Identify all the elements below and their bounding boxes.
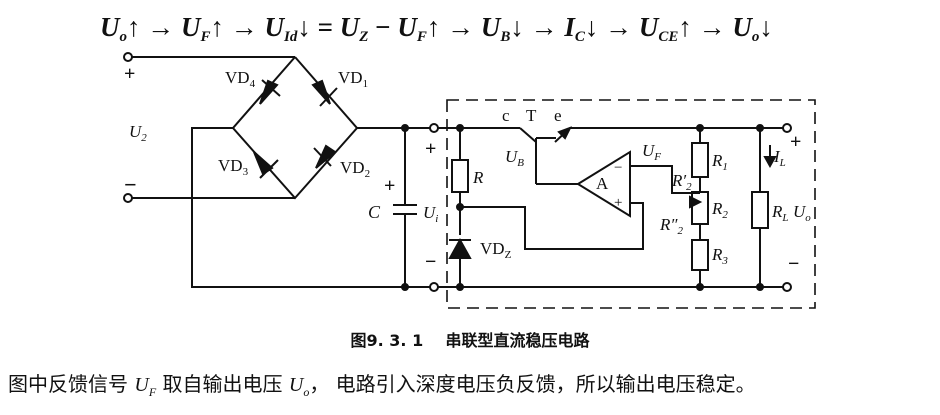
label-ui-minus: −: [425, 251, 436, 273]
circuit-diagram: + − U2 VD4 VD1 VD3 VD2 + C Ui + − R VDZ …: [123, 52, 816, 309]
bridge-rectifier-outline: [231, 56, 359, 200]
label-ui-plus: +: [425, 138, 436, 160]
wire-bridge-ground: [191, 127, 430, 288]
label-r3: R3: [711, 245, 728, 267]
diode-vd1: [311, 79, 338, 107]
node-rl-bottom: [756, 283, 764, 291]
note-uf: UF: [134, 374, 157, 399]
opamp-triangle: [576, 150, 631, 218]
label-r1: R1: [711, 151, 728, 173]
label-r2-prime: R′2: [671, 171, 692, 193]
label-vd3: VD3: [218, 156, 249, 178]
resistor-r1: [691, 142, 709, 178]
ui-terminal-bottom: [429, 282, 439, 292]
input-terminal-top: [123, 52, 133, 62]
figure-title: 串联型直流稳压电路: [445, 331, 590, 350]
label-uf: UF: [642, 141, 661, 163]
label-cap-plus: +: [384, 175, 395, 197]
feedback-equation: Uo↑ → UF↑ → UId↓ = UZ − UF↑ → UB↓ → IC↓ …: [96, 6, 856, 46]
label-transistor-t: T: [526, 106, 537, 125]
figure-number: 图9. 3. 1: [350, 331, 424, 350]
resistor-r3: [691, 239, 709, 271]
regulator-dashed-box: [446, 99, 816, 309]
resistor-rl: [751, 191, 769, 229]
label-uo: Uo: [793, 202, 811, 224]
node-rl-top: [756, 124, 764, 132]
resistor-r2: [691, 191, 709, 225]
zener-triangle: [448, 237, 472, 259]
label-out-minus: −: [788, 253, 799, 275]
label-zener: VDZ: [480, 239, 512, 261]
explanation-text: 图中反馈信号 UF 取自输出电压 Uo， 电路引入深度电压负反馈，所以输出电压稳…: [8, 372, 756, 399]
label-vd1: VD1: [338, 68, 368, 90]
resistor-r: [451, 159, 469, 193]
node-r3-bottom: [696, 283, 704, 291]
transistor-emitter-arrow: [557, 126, 573, 140]
r2-tap-arrow: [689, 195, 703, 209]
node-cap-top: [401, 124, 409, 132]
label-input-plus: +: [124, 63, 135, 85]
label-il: IL: [773, 147, 786, 169]
feedback-equation-svg: Uo↑ → UF↑ → UId↓ = UZ − UF↑ → UB↓ → IC↓ …: [100, 12, 773, 45]
label-vd2: VD2: [340, 158, 370, 180]
figure-caption: 图9. 3. 1 串联型直流稳压电路: [0, 327, 940, 351]
wire-zener-to-opamp: [460, 202, 644, 250]
diode-vd4: [259, 79, 281, 105]
node-r1-top: [696, 124, 704, 132]
label-r2: R2: [711, 199, 728, 221]
diode-vd3: [253, 151, 279, 179]
label-u2: U2: [129, 122, 147, 144]
diode-vd2: [313, 144, 337, 169]
note-uo: Uo: [288, 374, 310, 399]
label-ui: Ui: [423, 203, 438, 225]
label-transistor-e: e: [554, 106, 562, 125]
node-cap-bottom: [401, 283, 409, 291]
label-opamp-a: A: [596, 174, 609, 193]
label-opamp-plus: +: [614, 195, 622, 211]
wire-opamp-minus: [630, 165, 700, 194]
label-r2-double-prime: R″2: [659, 215, 683, 237]
output-terminal-top: [782, 123, 792, 133]
node-zener: [456, 203, 464, 211]
current-il-arrowhead: [763, 156, 777, 169]
label-transistor-c: c: [502, 106, 510, 125]
label-input-minus: −: [124, 172, 137, 197]
node-r-top: [456, 124, 464, 132]
label-rl: RL: [771, 202, 789, 224]
output-terminal-bottom: [782, 282, 792, 292]
label-opamp-minus: −: [614, 160, 622, 176]
label-resistor-r: R: [472, 168, 484, 187]
label-cap-c: C: [368, 202, 381, 222]
ui-terminal-top: [429, 123, 439, 133]
label-vd4: VD4: [225, 68, 256, 90]
transistor-collector: [519, 127, 537, 143]
label-ub: UB: [505, 147, 524, 169]
node-zener-bottom: [456, 283, 464, 291]
label-out-plus: +: [790, 131, 801, 153]
